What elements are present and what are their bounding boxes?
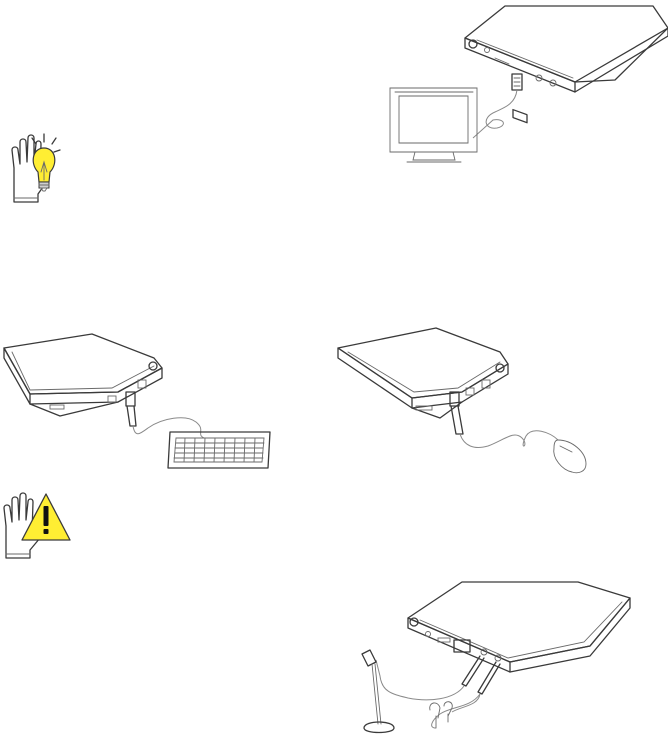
vga-plug-illustration [473,74,522,138]
hand-with-warning-triangle-icon [2,488,72,560]
keyboard-connection-figure [0,330,275,470]
notebook-illustration [408,582,630,672]
mouse-connection-figure [332,322,590,474]
notebook-illustration [338,328,508,418]
usb-keyboard-illustration [168,432,270,468]
usb-plug-illustration [450,392,558,448]
external-monitor-illustration [390,88,477,162]
hand-with-lightbulb-icon [8,128,66,204]
headphones-illustration [430,702,453,728]
monitor-connection-figure [385,0,668,166]
notebook-illustration [465,6,668,123]
notebook-illustration [4,334,162,416]
audio-connection-figure [358,576,630,736]
usb-plug-illustration [126,392,204,438]
usb-mouse-illustration [554,440,586,473]
